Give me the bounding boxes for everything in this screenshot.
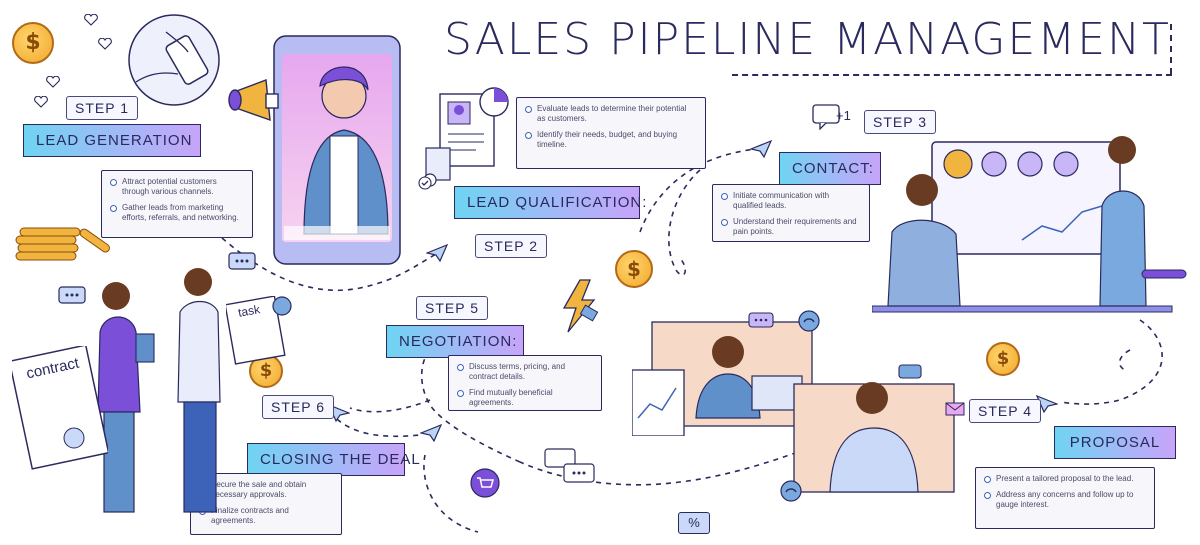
checkmark-icon bbox=[418, 176, 432, 190]
lead-qualification-label: LEAD QUALIFICATION: bbox=[454, 186, 646, 219]
chat-bubble-icon bbox=[58, 286, 86, 304]
lead-generation-label: LEAD GENERATION bbox=[23, 124, 201, 157]
dollar-coin-icon: $ bbox=[986, 342, 1020, 376]
megaphone-icon bbox=[228, 79, 279, 122]
shopping-cart-icon bbox=[470, 468, 500, 498]
page-title: SALES PIPELINE MANAGEMENT bbox=[444, 14, 1171, 65]
task-document-illustration bbox=[226, 296, 292, 365]
heart-icon bbox=[84, 14, 98, 26]
paper-plane-icon bbox=[420, 424, 442, 442]
step-6-badge: STEP 6 bbox=[262, 395, 334, 419]
step-5-badge: STEP 5 bbox=[416, 296, 488, 320]
negotiation-label: NEGOTIATION: bbox=[386, 325, 524, 358]
paper-plane-icon bbox=[426, 244, 448, 262]
contract-document-illustration bbox=[12, 346, 108, 470]
proposal-details: Present a tailored proposal to the lead.… bbox=[975, 467, 1155, 529]
chat-bubble-icon bbox=[898, 364, 922, 379]
chat-bubble-icon bbox=[544, 448, 595, 483]
detail-point: Evaluate leads to determine their potent… bbox=[525, 104, 697, 124]
coin-stack-illustration bbox=[15, 227, 110, 261]
paper-plane-icon bbox=[328, 404, 350, 422]
step-4-badge: STEP 4 bbox=[969, 399, 1041, 423]
handshake-illustration bbox=[97, 268, 221, 513]
phone-call-illustration bbox=[793, 382, 955, 493]
lead-profile-document-illustration bbox=[424, 87, 509, 187]
paper-plane-icon bbox=[750, 140, 772, 158]
paper-plane-icon bbox=[1036, 395, 1058, 413]
chat-bubble-icon bbox=[812, 104, 840, 130]
detail-point: Initiate communication with qualified le… bbox=[721, 191, 861, 211]
heart-icon bbox=[46, 76, 60, 88]
dollar-coin-icon: $ bbox=[615, 250, 653, 288]
phone-icon bbox=[780, 480, 802, 502]
envelope-icon bbox=[945, 402, 965, 416]
contact-details: Initiate communication with qualified le… bbox=[712, 184, 870, 242]
smartphone-influencer-illustration bbox=[273, 35, 401, 265]
contact-label: CONTACT: bbox=[779, 152, 881, 185]
support-agent-illustration bbox=[632, 321, 813, 436]
proposal-label: PROPOSAL bbox=[1054, 426, 1176, 459]
detail-point: Identify their needs, budget, and buying… bbox=[525, 130, 697, 150]
closing-the-deal-label: CLOSING THE DEAL bbox=[247, 443, 420, 476]
heart-icon bbox=[34, 96, 48, 108]
detail-point: Find mutually beneficial agreements. bbox=[457, 388, 593, 408]
plus-one-text: +1 bbox=[836, 108, 851, 123]
title-underline bbox=[732, 74, 1172, 76]
heart-icon bbox=[98, 38, 112, 50]
detail-point: Understand their requirements and pain p… bbox=[721, 217, 861, 237]
chat-bubble-icon bbox=[748, 312, 774, 328]
dollar-coin-icon: $ bbox=[12, 22, 54, 64]
step-1-badge: STEP 1 bbox=[66, 96, 138, 120]
step-3-badge: STEP 3 bbox=[864, 110, 936, 134]
detail-point: Attract potential customers through vari… bbox=[110, 177, 244, 197]
phone-icon bbox=[798, 310, 820, 332]
detail-point: Present a tailored proposal to the lead. bbox=[984, 474, 1146, 484]
presentation-illustration bbox=[872, 136, 1187, 313]
percent-tag: % bbox=[678, 512, 710, 534]
chat-bubble-icon bbox=[228, 252, 256, 270]
dollar-coin-icon: $ bbox=[249, 354, 283, 388]
negotiation-details: Discuss terms, pricing, and contract det… bbox=[448, 355, 602, 411]
lead-qualification-details: Evaluate leads to determine their potent… bbox=[516, 97, 706, 169]
detail-point: Address any concerns and follow up to ga… bbox=[984, 490, 1146, 510]
lightning-icon bbox=[562, 279, 599, 333]
detail-point: Discuss terms, pricing, and contract det… bbox=[457, 362, 593, 382]
lead-generation-details: Attract potential customers through vari… bbox=[101, 170, 253, 238]
title-underline-end bbox=[1170, 24, 1172, 74]
step-2-badge: STEP 2 bbox=[475, 234, 547, 258]
detail-point: Gather leads from marketing efforts, ref… bbox=[110, 203, 244, 223]
phone-in-hand-illustration bbox=[128, 14, 220, 106]
